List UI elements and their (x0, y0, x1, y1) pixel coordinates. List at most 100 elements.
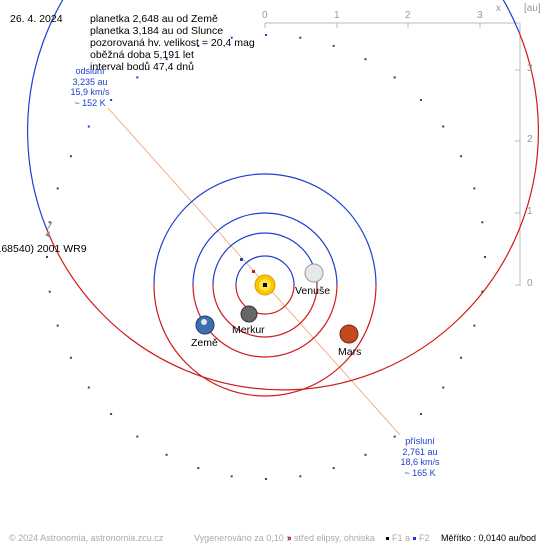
ellipse-center-marker (252, 270, 255, 273)
mars-orbit-lower (153, 284, 377, 397)
asteroid-orbit-upper (27, 0, 520, 231)
mercury-orbit-lower (235, 284, 295, 315)
orbit-point (364, 453, 367, 456)
orbit-point (265, 478, 267, 480)
orbit-point (460, 155, 463, 158)
right-axis-ticks (515, 69, 520, 286)
footer-f2-legend: F2 (419, 533, 430, 543)
orbit-point (56, 324, 59, 327)
orbit-point (442, 386, 445, 389)
orbit-point (87, 386, 90, 389)
orbit-point (484, 256, 486, 258)
earth-label: Země (191, 337, 218, 349)
top-tick-3: 3 (477, 10, 483, 21)
footer-scale: Měřítko : 0,0140 au/bod (441, 533, 537, 543)
focus-f2-marker (240, 258, 243, 261)
focus-f1-marker (263, 283, 267, 287)
orbit-point (136, 76, 139, 79)
venus-orbit-upper (212, 232, 318, 286)
orbit-point (165, 58, 168, 61)
right-tick-3: 3 (527, 63, 533, 74)
perihelion-temperature: ~ 165 K (404, 467, 436, 478)
top-axis-ticks (264, 23, 481, 28)
venus-orbit-lower (212, 284, 318, 338)
orbit-point (110, 413, 113, 415)
earth-clouds (201, 319, 207, 325)
mercury-planet (240, 305, 258, 323)
aphelion-distance: 3,235 au (72, 76, 108, 87)
mercury-label: Merkur (232, 324, 265, 336)
earth-orbit-upper (192, 212, 338, 286)
orbit-point (265, 34, 267, 36)
info-magnitude: pozorovaná hv. velikost = 20,4 mag (90, 37, 255, 49)
orbit-point (110, 99, 113, 101)
orbit-point (48, 221, 51, 224)
orbit-point (87, 125, 90, 128)
top-tick-0: 0 (262, 10, 268, 21)
asteroid-orbit-lower (46, 31, 539, 391)
footer-copyright: © 2024 Astronomia, astronomia.zcu.cz (9, 533, 164, 543)
orbit-point (197, 44, 200, 47)
perihelion-title: přísluní (405, 436, 435, 446)
footer-generated: Vygenerováno za 0,10 s (194, 533, 291, 543)
planet-orbits (153, 173, 377, 397)
perihelion-speed: 18,6 km/s (400, 457, 440, 467)
orbit-point (481, 221, 484, 224)
orbit-point (69, 155, 72, 158)
orbit-point (473, 324, 476, 327)
orbit-point (419, 413, 422, 415)
orbit-point (473, 187, 476, 190)
orbit-point (393, 435, 396, 438)
orbit-point (230, 36, 233, 39)
legend-center-dot (288, 537, 291, 540)
orbit-point (69, 356, 72, 359)
orbit-point (197, 467, 200, 470)
mars-planet (339, 324, 359, 344)
legend-f1-dot (386, 537, 389, 540)
orbit-point (364, 58, 367, 61)
mars-orbit-upper (153, 173, 377, 286)
aphelion-annotation: odsluní 3,235 au 15,9 km/s ~ 152 K (62, 66, 118, 108)
orbit-point (230, 475, 233, 478)
info-distance-earth: planetka 2,648 au od Země (90, 13, 218, 25)
info-distance-sun: planetka 3,184 au od Slunce (90, 25, 224, 37)
date-label: 26. 4. 2024 (10, 13, 63, 25)
top-axis-x-label: x (496, 3, 501, 14)
perihelion-annotation: přísluní 2,761 au 18,6 km/s ~ 165 K (393, 436, 447, 478)
info-interval: interval bodů 47,4 dnů (90, 61, 194, 73)
orbit-point (393, 76, 396, 79)
top-axis-unit-label: [au] (524, 3, 541, 14)
right-tick-2: 2 (527, 134, 533, 145)
mars-label: Mars (338, 346, 362, 358)
top-tick-2: 2 (405, 10, 411, 21)
aphelion-title: odsluní (75, 66, 105, 76)
orbit-point (46, 256, 48, 258)
info-period: oběžná doba 5,191 let (90, 49, 194, 61)
perihelion-distance: 2,761 au (402, 446, 438, 457)
footer-center-legend: střed elipsy, ohniska (294, 533, 375, 543)
orbit-point (332, 44, 335, 47)
mercury-orbit-upper (235, 255, 295, 286)
asteroid-icon (45, 221, 53, 237)
earth-planet (195, 315, 215, 335)
aphelion-temperature: ~ 152 K (74, 97, 106, 108)
footer-f1-legend: F1 a (392, 533, 411, 543)
orbit-point (460, 356, 463, 359)
venus-label: Venuše (295, 285, 331, 297)
venus-planet (304, 263, 324, 283)
right-tick-1: 1 (527, 206, 533, 217)
asteroid-label: (168540) 2001 WR9 (0, 243, 87, 255)
orbit-point (48, 290, 51, 293)
orbit-point (165, 453, 168, 456)
legend-f2-dot (413, 537, 416, 540)
orbit-point (299, 36, 302, 39)
orbit-point (442, 125, 445, 128)
orbit-point (481, 290, 484, 293)
top-tick-1: 1 (334, 10, 340, 21)
orbit-point (299, 475, 302, 478)
orbit-point (56, 187, 59, 190)
orbit-point (136, 435, 139, 438)
aphelion-speed: 15,9 km/s (70, 87, 110, 97)
